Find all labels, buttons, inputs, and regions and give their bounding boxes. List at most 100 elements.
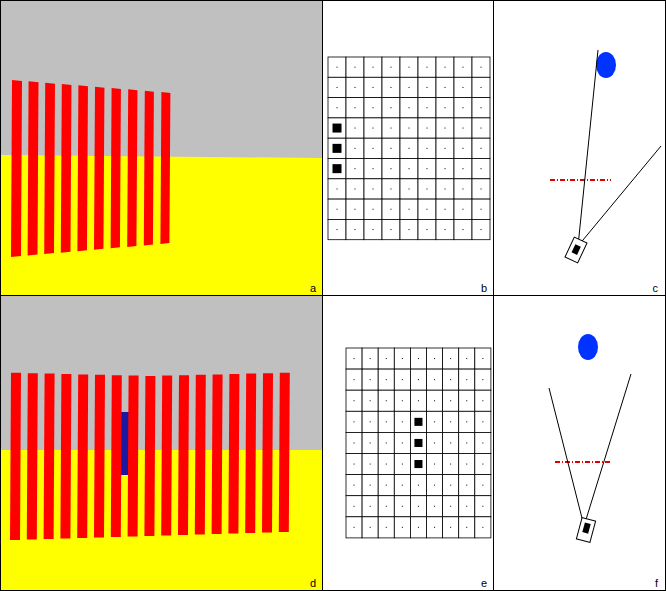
grid-cell xyxy=(427,496,443,517)
grid-dot xyxy=(466,421,467,422)
grid-cell xyxy=(410,454,426,475)
view-ray xyxy=(584,374,631,526)
target-object xyxy=(578,334,598,360)
grid-cell xyxy=(362,475,378,496)
grid-cell xyxy=(459,475,475,496)
grid-cell xyxy=(378,411,394,432)
grid-dot xyxy=(386,379,387,380)
grid-cell xyxy=(328,77,346,97)
grid-cell xyxy=(328,179,346,199)
fence-bar xyxy=(28,81,39,255)
grid-cell xyxy=(472,199,490,219)
fence-bar xyxy=(77,85,88,251)
grid-dot xyxy=(391,128,392,129)
grid-cell xyxy=(346,98,364,118)
grid-dot xyxy=(427,87,428,88)
grid-cell xyxy=(364,199,382,219)
grid-cell xyxy=(410,496,426,517)
grid-cell xyxy=(364,138,382,158)
grid-dot xyxy=(434,400,435,401)
fence-bars xyxy=(11,80,170,257)
grid-dot xyxy=(481,209,482,210)
grid-dot xyxy=(466,506,467,507)
grid-dot xyxy=(466,400,467,401)
fence-bar xyxy=(44,83,55,254)
grid-dot xyxy=(463,188,464,189)
grid-cell xyxy=(459,411,475,432)
grid-cell xyxy=(394,496,410,517)
grid-dot xyxy=(409,148,410,149)
view-ray xyxy=(549,388,584,526)
grid-cell xyxy=(400,138,418,158)
grid-dot xyxy=(481,107,482,108)
fence-bar xyxy=(195,375,206,535)
grid-dot xyxy=(434,379,435,380)
grid-cell xyxy=(346,118,364,138)
grid-cell xyxy=(394,348,410,369)
grid-dot xyxy=(463,87,464,88)
grid-dot xyxy=(481,229,482,230)
grid-cell xyxy=(436,138,454,158)
grid-dot xyxy=(370,421,371,422)
grid-dot xyxy=(337,87,338,88)
grid-cell xyxy=(443,454,459,475)
grid-dot xyxy=(466,442,467,443)
grid-dot xyxy=(386,527,387,528)
grid-cell xyxy=(346,475,362,496)
grid-dot xyxy=(354,358,355,359)
grid-cell xyxy=(459,496,475,517)
grid-dot xyxy=(373,87,374,88)
grid-dot xyxy=(466,527,467,528)
grid-cell xyxy=(418,179,436,199)
grid-cell xyxy=(454,219,472,239)
grid-cell xyxy=(443,432,459,453)
grid-dot xyxy=(481,128,482,129)
grid-cell xyxy=(362,432,378,453)
grid-cell xyxy=(378,517,394,538)
grid-dot xyxy=(354,527,355,528)
grid-dot xyxy=(427,188,428,189)
panel-label: b xyxy=(481,282,487,294)
grid-dot xyxy=(427,148,428,149)
grid-dot xyxy=(481,168,482,169)
grid-cell xyxy=(346,199,364,219)
grid-cell xyxy=(436,199,454,219)
grid-cell xyxy=(382,159,400,179)
grid-dot xyxy=(418,527,419,528)
grid-dot xyxy=(418,379,419,380)
grid-cell xyxy=(443,475,459,496)
grid-cell xyxy=(400,159,418,179)
grid-cell xyxy=(427,411,443,432)
grid-dot xyxy=(386,506,387,507)
panel-label: f xyxy=(655,577,658,589)
grid-cell xyxy=(472,118,490,138)
grid-cell xyxy=(472,57,490,77)
grid-dot xyxy=(402,400,403,401)
grid-cell xyxy=(400,199,418,219)
grid-dot xyxy=(354,421,355,422)
grid-dot xyxy=(402,358,403,359)
grid-dot xyxy=(427,209,428,210)
grid-dot xyxy=(450,442,451,443)
grid-dot xyxy=(481,148,482,149)
grid-dot xyxy=(481,67,482,68)
grid-dot xyxy=(482,358,483,359)
retina-grid xyxy=(328,57,490,240)
fence-bar xyxy=(228,374,239,534)
grid-cell xyxy=(400,77,418,97)
fence-bar xyxy=(44,374,55,539)
grid-dot xyxy=(355,209,356,210)
grid-cell xyxy=(410,348,426,369)
grid-dot xyxy=(402,421,403,422)
grid-dot xyxy=(434,485,435,486)
grid-cell xyxy=(382,179,400,199)
fence-bar xyxy=(77,374,88,538)
grid-cell xyxy=(410,369,426,390)
grid-dot xyxy=(386,464,387,465)
active-cell xyxy=(333,144,342,153)
grid-cell xyxy=(472,77,490,97)
grid-cell xyxy=(475,475,491,496)
grid-dot xyxy=(355,188,356,189)
fence-bar xyxy=(94,375,105,538)
